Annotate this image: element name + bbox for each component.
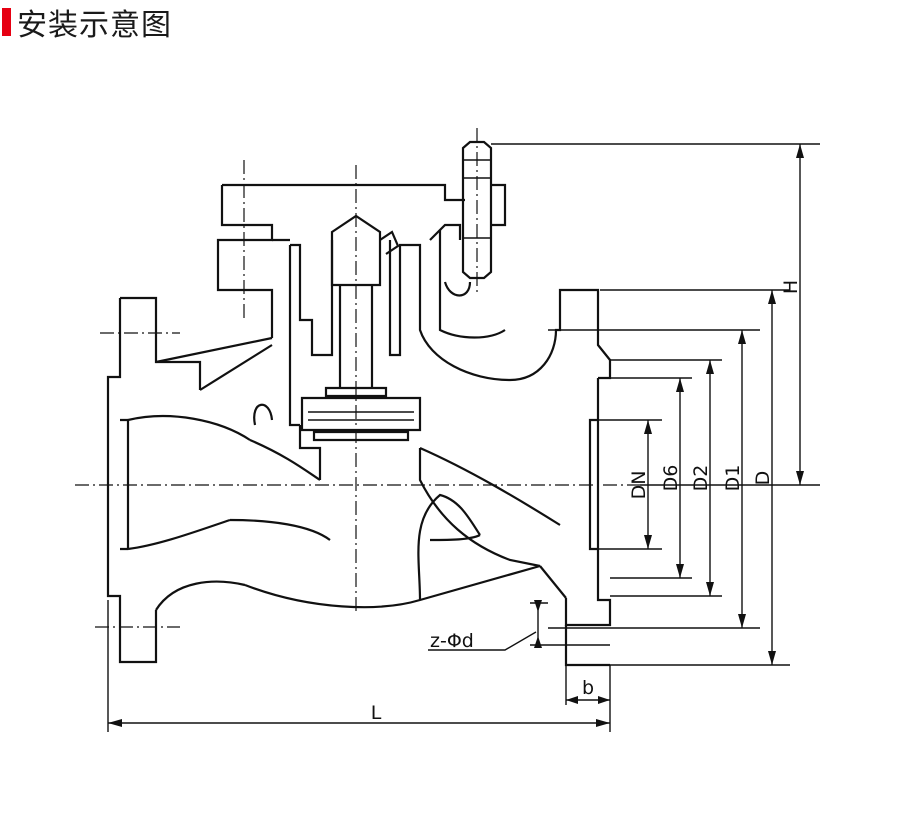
label-h: H: [780, 280, 802, 294]
label-bolt-holes: z-Φd: [430, 630, 474, 652]
center-lines: [75, 128, 640, 628]
valve-body: [106, 140, 612, 667]
label-d2: D2: [690, 465, 712, 492]
label-d6: D6: [660, 465, 682, 492]
label-dn: DN: [628, 471, 650, 500]
label-d: D: [752, 471, 774, 486]
label-d1: D1: [722, 465, 744, 492]
page-header: 安装示意图: [0, 0, 172, 44]
page-title: 安装示意图: [17, 8, 172, 43]
label-b: b: [582, 677, 594, 699]
dimension-lines: [107, 143, 820, 732]
dimension-labels: DN D6 D2 D1 D H L b z-Φd: [371, 280, 802, 724]
accent-mark: [2, 8, 11, 36]
label-l: L: [371, 702, 382, 724]
